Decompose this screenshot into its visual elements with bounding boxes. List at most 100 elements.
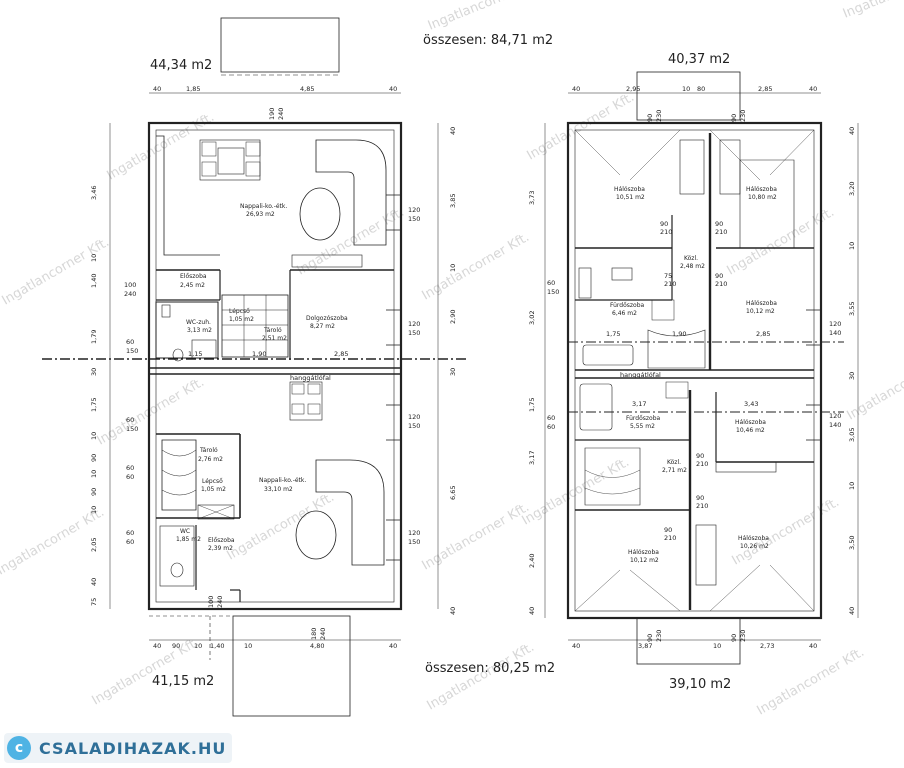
dim-label: 30	[90, 368, 98, 376]
dim-label: 1,90	[672, 330, 686, 338]
dim-label: 1,85	[186, 85, 200, 93]
room-name: Dolgozószoba	[306, 315, 348, 322]
room-area: 10,46 m2	[736, 427, 765, 434]
room-name: Lépcső	[202, 478, 223, 485]
room-name: Hálószoba	[735, 419, 766, 426]
room-name: Hálószoba	[746, 186, 777, 193]
watermark: Ingatlancorner Kft.	[295, 205, 408, 279]
dim-label: 10	[90, 432, 98, 440]
dim-label: 60	[126, 416, 134, 424]
dim-label: 90	[646, 114, 654, 122]
outer-wall	[147, 121, 403, 611]
dim-label: 90	[696, 494, 704, 502]
dim-label: 150	[408, 422, 420, 430]
dim-label: 1,75	[528, 398, 536, 412]
room-name: WC	[180, 528, 190, 535]
watermark: Ingatlancorner Kft.	[520, 455, 633, 529]
dim-label: 210	[664, 280, 676, 288]
site-logo[interactable]: c CSALADIHAZAK.HU	[4, 733, 232, 763]
upper-balcony	[636, 71, 741, 121]
room-area: 5,55 m2	[630, 423, 655, 430]
dim-label: 240	[319, 628, 327, 640]
dim-label: 1,75	[90, 398, 98, 412]
right-upper-area: 40,37 m2	[668, 52, 730, 67]
left-lower-area: 41,15 m2	[152, 674, 214, 689]
dim-label: 40	[848, 127, 856, 135]
dim-label: 150	[126, 425, 138, 433]
watermark: Ingatlancorner Kft.	[420, 500, 533, 574]
room-area: 10,12 m2	[630, 557, 659, 564]
left-plan-labels: összesen: 84,71 m2 44,34 m2 összesen: 80…	[90, 33, 555, 689]
dim-label: 60	[126, 529, 134, 537]
bathtub	[582, 344, 634, 366]
dim-label: 140	[829, 421, 841, 429]
watermark: Ingatlancorner Kft.	[95, 375, 208, 449]
logo-badge-icon: c	[7, 736, 31, 760]
dim-label: 3,02	[528, 311, 536, 325]
dim-label: 3,20	[848, 182, 856, 196]
right-plan	[544, 71, 859, 665]
room-area: 33,10 m2	[264, 486, 293, 493]
upper-terrace	[220, 17, 340, 73]
room-area: 2,71 m2	[662, 467, 687, 474]
dim-label: 60	[126, 338, 134, 346]
dim-label: 10	[848, 482, 856, 490]
room-area: 1,05 m2	[201, 486, 226, 493]
dim-label: 210	[715, 228, 727, 236]
dim-label: 2,85	[758, 85, 772, 93]
room-area: 2,45 m2	[180, 282, 205, 289]
dim-label: 60	[547, 423, 555, 431]
dim-label: 210	[660, 228, 672, 236]
dim-label: 2,85	[334, 350, 348, 358]
dim-label: 2,85	[756, 330, 770, 338]
dim-label: 230	[655, 110, 663, 122]
dim-label: 1,40	[90, 274, 98, 288]
dim-label: 10	[90, 470, 98, 478]
room-area: 2,76 m2	[198, 456, 223, 463]
dim-label: 75	[90, 598, 98, 606]
dim-label: 120	[408, 413, 420, 421]
left-upper-total: összesen: 84,71 m2	[423, 33, 553, 48]
room-area: 10,80 m2	[748, 194, 777, 201]
sofa	[315, 139, 387, 246]
room-name: Hálószoba	[614, 186, 645, 193]
dim-label: 230	[655, 630, 663, 642]
watermark: Ingatlancorner Kft.	[425, 640, 538, 714]
dim-label: 230	[739, 630, 747, 642]
room-area: 10,26 m2	[740, 543, 769, 550]
dim-label: 3,17	[528, 451, 536, 465]
dim-label: 150	[126, 347, 138, 355]
dim-label: 90	[172, 642, 180, 650]
dim-label: 40	[848, 607, 856, 615]
dim-label: 150	[408, 329, 420, 337]
dim-label: 40	[528, 607, 536, 615]
dim-label: 120	[829, 320, 841, 328]
dim-label: 240	[124, 290, 136, 298]
watermark: Ingatlancorner Kft.	[845, 350, 904, 424]
dining-table	[199, 139, 261, 181]
dim-label: 4,85	[300, 85, 314, 93]
room-name: Előszoba	[208, 537, 235, 544]
dim-label: 40	[449, 607, 457, 615]
dim-label: 10	[244, 642, 252, 650]
wall-note: hanggátlófal	[290, 374, 331, 382]
dim-label: 2,95	[626, 85, 640, 93]
watermark: Ingatlancorner Kft.	[755, 645, 868, 719]
left-plan	[42, 17, 468, 717]
dim-label: 10	[713, 642, 721, 650]
dim-label: 90	[715, 272, 723, 280]
dim-label: 90	[664, 526, 672, 534]
dim-label: 75	[664, 272, 672, 280]
room-area: 10,51 m2	[616, 194, 645, 201]
dim-label: 10	[194, 642, 202, 650]
dim-label: 3,43	[744, 400, 758, 408]
dim-label: 120	[408, 320, 420, 328]
dim-label: 3,73	[528, 191, 536, 205]
room-name: WC-zuh.	[186, 319, 211, 326]
dim-label: 120	[408, 529, 420, 537]
coffee-table	[299, 187, 341, 241]
dim-label: 60	[126, 464, 134, 472]
dim-label: 30	[848, 372, 856, 380]
dim-label: 60	[126, 538, 134, 546]
